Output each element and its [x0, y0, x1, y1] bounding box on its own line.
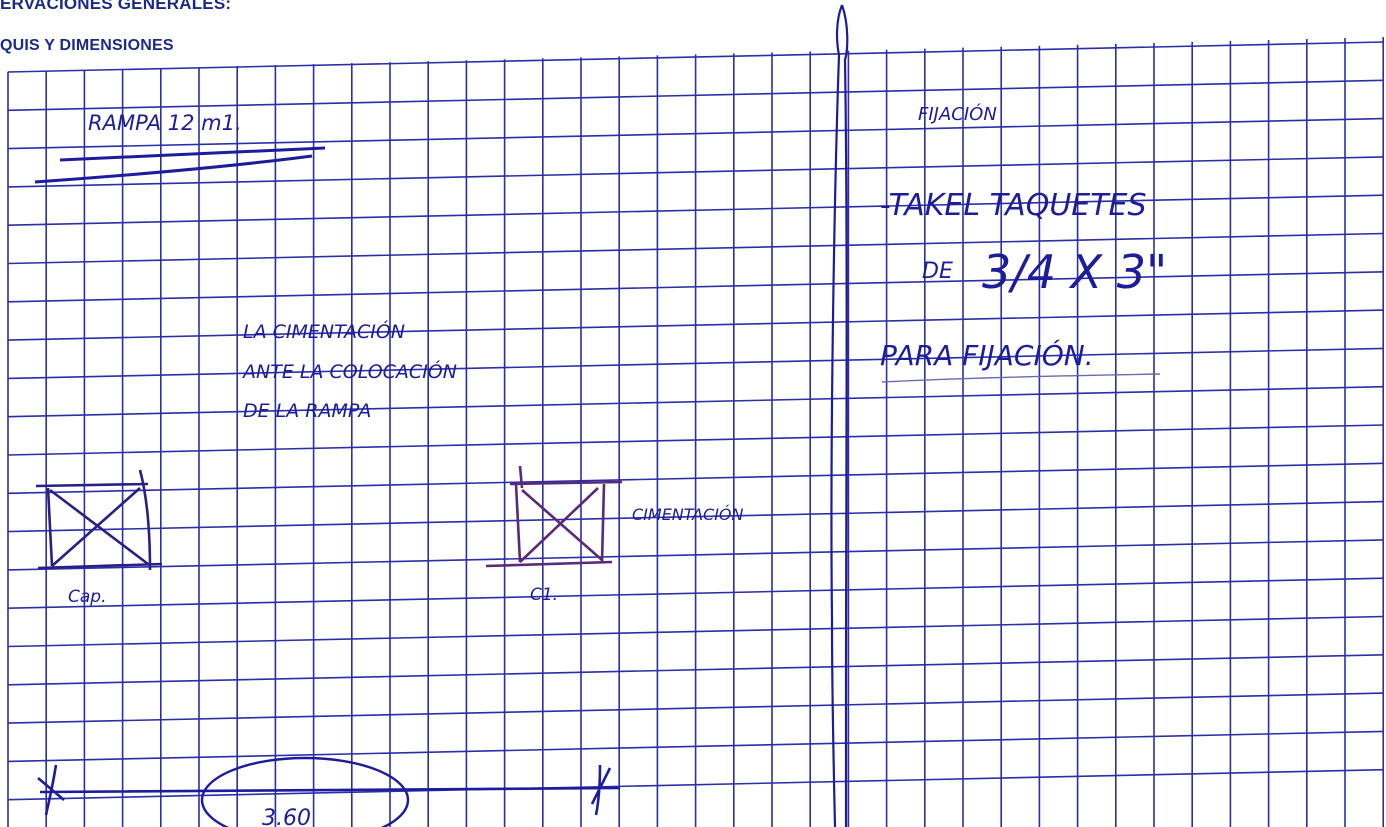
taquetes-dimensions: 3/4 X 3" [982, 245, 1167, 299]
grid-hline [7, 768, 1385, 801]
cimentacion-note-line1: LA CIMENTACIÓN [243, 319, 405, 343]
grid-hline [7, 271, 1385, 303]
page-divider-stroke [830, 4, 849, 827]
grid-hline [7, 79, 1385, 112]
cimentacion-note-line3: DE LA RAMPA [243, 400, 371, 422]
grid-hline [7, 194, 1385, 226]
cap-sketch [35, 469, 163, 571]
grid-hline [7, 347, 1385, 380]
grid-hline [7, 615, 1385, 648]
graph-paper-grid [7, 37, 1385, 827]
taquetes-line: -TAKEL TAQUETES [880, 188, 1147, 223]
grid-hline [7, 156, 1385, 188]
fijacion-line: PARA FIJACIÓN. [880, 338, 1094, 372]
grid-hline [7, 730, 1385, 763]
column-sketch [485, 465, 623, 568]
grid-hline [7, 424, 1385, 456]
ramp-underline-stroke [34, 146, 326, 184]
grid-hline [7, 385, 1385, 418]
grid-hline [7, 654, 1385, 686]
grid-hline [7, 117, 1385, 150]
column-label: C1. [530, 585, 558, 605]
fijacion-title: FIJACIÓN [918, 103, 997, 125]
grid-hline [7, 232, 1385, 265]
grid-hline [7, 500, 1385, 533]
section-title: ERVACIONES GENERALES: [0, 0, 232, 13]
subsection-title: QUIS Y DIMENSIONES [0, 37, 174, 54]
grid-hline [7, 577, 1385, 609]
grid-hline [7, 462, 1385, 495]
dimension-ellipse [200, 756, 410, 827]
dimension-line [37, 764, 621, 816]
cimentacion-note-line2: ANTE LA COLOCACIÓN [241, 359, 457, 383]
de-prefix: DE [922, 259, 953, 284]
grid-hline [7, 41, 1385, 73]
dimension-value: 3.60 [262, 806, 311, 827]
grid-hline [7, 309, 1385, 341]
grid-hline [7, 539, 1385, 571]
cimentacion-side-label: CIMENTACIÓN [632, 505, 744, 524]
grid-hline [7, 692, 1385, 724]
cap-label: Cap. [68, 587, 106, 607]
ramp-title: RAMPA 12 m1. [88, 111, 242, 135]
fijacion-underline [881, 373, 1161, 383]
